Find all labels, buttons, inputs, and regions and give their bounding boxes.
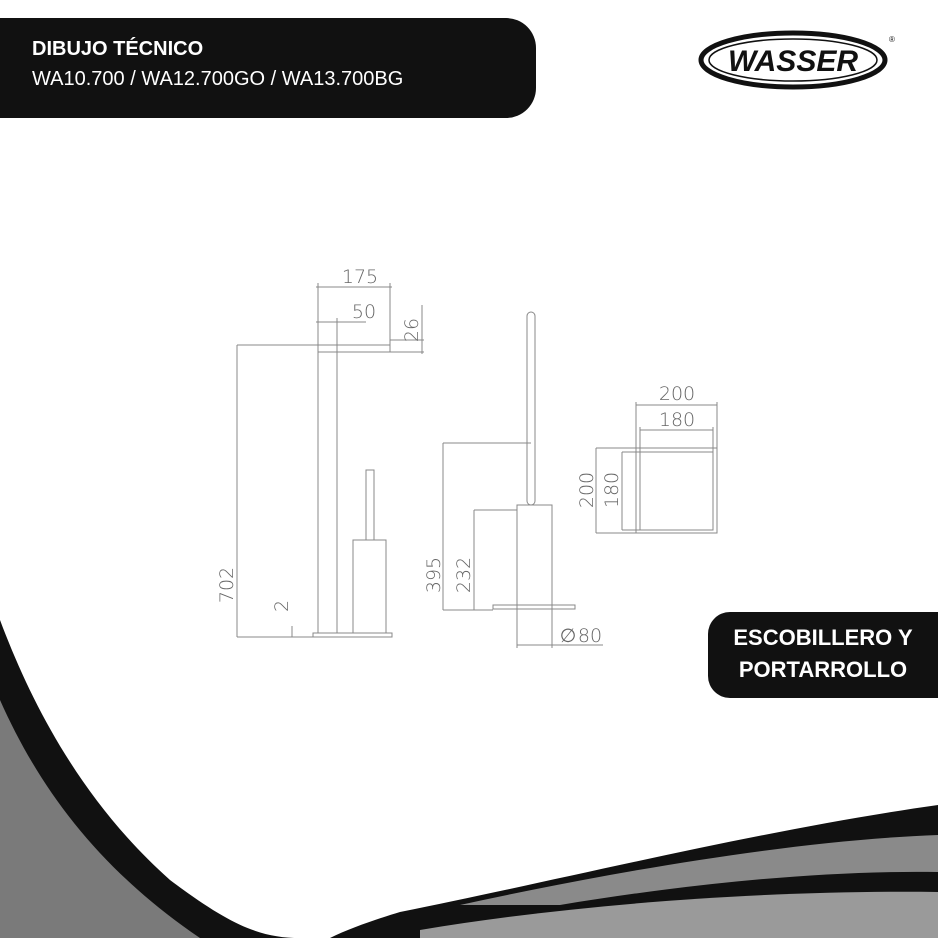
stand-pole — [317, 344, 338, 634]
wave-gray — [0, 700, 200, 938]
dim-stand-width: 175 — [342, 266, 378, 288]
brush-holder-detail — [516, 504, 553, 606]
badge-line-1: ESCOBILLERO Y — [733, 625, 913, 650]
brush-handle-detail — [526, 311, 536, 506]
wave-gray-right — [460, 835, 938, 905]
page-title: DIBUJO TÉCNICO — [32, 38, 204, 60]
dim-arm-width: 50 — [352, 301, 376, 323]
header-banner: DIBUJO TÉCNICO WA10.700 / WA12.700GO / W… — [0, 18, 536, 118]
logo-text: WASSER — [728, 45, 858, 78]
brush-base-detail — [492, 604, 576, 610]
dim-brush-height: 395 — [423, 557, 445, 593]
brush-handle — [365, 469, 375, 541]
diameter-symbol: ∅ — [560, 625, 577, 647]
dim-box-outer-height: 200 — [576, 472, 598, 508]
dim-base-thickness: 2 — [271, 600, 293, 612]
box-inner — [639, 451, 714, 531]
product-type-badge: ESCOBILLERO Y PORTARROLLO — [708, 612, 938, 698]
dim-arm-height: 26 — [401, 318, 423, 342]
paper-arm — [317, 344, 391, 353]
dim-holder-height: 232 — [453, 557, 475, 593]
model-numbers: WA10.700 / WA12.700GO / WA13.700BG — [32, 68, 404, 90]
wave-gray-right-2 — [420, 891, 938, 938]
registered-mark: ® — [889, 35, 895, 44]
box-outer — [635, 447, 718, 534]
brush-holder — [352, 539, 387, 634]
dim-box-outer-width: 200 — [659, 383, 695, 405]
dim-box-inner-width: 180 — [659, 409, 695, 431]
wasser-logo: WASSER ® — [698, 30, 895, 90]
badge-line-2: PORTARROLLO — [738, 657, 908, 682]
dim-holder-diameter: 80 — [578, 625, 602, 647]
dim-box-inner-height: 180 — [601, 472, 623, 508]
dim-total-height: 702 — [216, 567, 238, 603]
stand-base — [312, 632, 393, 638]
